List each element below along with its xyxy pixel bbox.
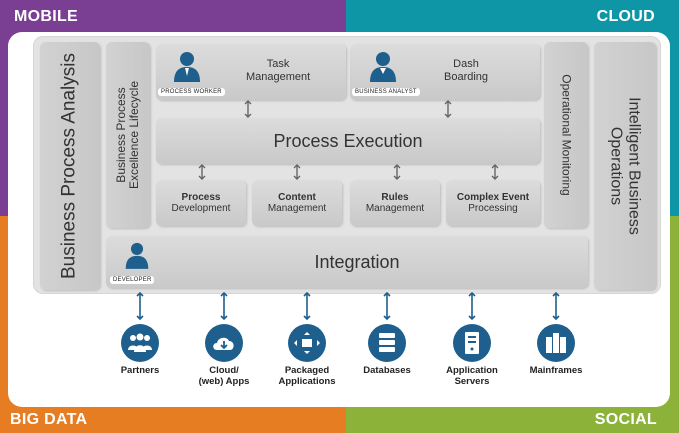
task-line-2: Management	[246, 71, 311, 84]
mainframes-item: Mainframes	[513, 324, 599, 377]
dashboarding-title: Dash Boarding	[444, 58, 488, 84]
task-management-title: Task Management	[246, 58, 310, 84]
partners-arrow	[136, 292, 144, 320]
servers-line-1: Application	[446, 365, 498, 376]
module-1-sub: Development	[171, 203, 231, 214]
mainframes-label: Mainframes	[513, 365, 599, 377]
dash-execution-arrow	[444, 100, 452, 118]
mobile-label: MOBILE	[14, 8, 79, 25]
databases-item: Databases	[344, 324, 430, 377]
operational-monitoring-column: Operational Monitoring	[544, 42, 588, 228]
server-icon	[453, 324, 491, 362]
business-process-analysis-column: Business Process Analysis	[40, 42, 100, 290]
cloud-label: CLOUD	[596, 8, 655, 25]
task-line-1: Task	[266, 58, 290, 70]
developer-tag: DEVELOPER	[110, 276, 155, 284]
rules-management-box: Rules Management	[350, 180, 440, 226]
packaged-applications-label: Packaged Applications	[264, 365, 350, 388]
social-label: SOCIAL	[594, 411, 657, 428]
databases-line-1: Databases	[363, 365, 411, 376]
cloud-line-2: (web) Apps	[198, 375, 250, 387]
packaged-apps-arrow	[303, 292, 311, 320]
business-analyst-icon	[370, 52, 396, 82]
lifecycle-line-2: Excellence Lifecycle	[127, 80, 141, 190]
module-arrow-2	[293, 164, 301, 180]
intelligent-business-operations-column: Intelligent Business Operations	[594, 42, 656, 290]
module-2-sub: Management	[267, 203, 327, 214]
intelligent-business-operations-label: Intelligent Business Operations	[607, 97, 643, 235]
module-4-title: Complex Event	[456, 191, 530, 203]
module-1-title: Process	[181, 191, 221, 203]
partners-label: Partners	[97, 365, 183, 377]
mainframes-line-1: Mainframes	[529, 365, 583, 376]
complex-event-processing-box: Complex Event Processing	[446, 180, 540, 226]
dashboarding-box: BUSINESS ANALYST Dash Boarding	[350, 44, 540, 100]
big-data-label: BIG DATA	[10, 411, 88, 428]
cloud-apps-arrow	[220, 292, 228, 320]
app-servers-arrow	[468, 292, 476, 320]
ibo-line-2: Operations	[608, 126, 625, 206]
people-group-icon	[121, 324, 159, 362]
module-arrow-3	[393, 164, 401, 180]
process-execution-bar: Process Execution	[156, 118, 540, 164]
packaged-line-2: Applications	[278, 375, 336, 387]
process-worker-icon	[174, 52, 200, 82]
business-analyst-tag: BUSINESS ANALYST	[352, 88, 420, 96]
business-process-analysis-label: Business Process Analysis	[58, 53, 80, 279]
servers-line-2: Servers	[454, 375, 490, 387]
cloud-web-apps-label: Cloud/ (web) Apps	[181, 365, 267, 388]
packaged-line-1: Packaged	[284, 365, 330, 376]
databases-label: Databases	[344, 365, 430, 377]
lifecycle-column: Business Process Excellence Lifecycle	[106, 42, 150, 228]
application-servers-item: Application Servers	[429, 324, 515, 388]
operational-monitoring-label: Operational Monitoring	[559, 74, 574, 196]
module-arrow-1	[198, 164, 206, 180]
cloud-line-1: Cloud/	[209, 365, 239, 376]
process-development-box: Process Development	[156, 180, 246, 226]
module-3-title: Rules	[381, 191, 409, 203]
integration-label: Integration	[314, 251, 400, 272]
partners-item: Partners	[97, 324, 183, 377]
packaged-applications-item: Packaged Applications	[264, 324, 350, 388]
application-servers-label: Application Servers	[429, 365, 515, 388]
mainframe-icon	[537, 324, 575, 362]
task-execution-arrow	[244, 100, 252, 118]
integration-bar: Integration	[106, 236, 588, 288]
partners-line-1: Partners	[120, 365, 160, 376]
module-2-title: Content	[278, 191, 316, 203]
lifecycle-label: Business Process Excellence Lifecycle	[114, 80, 141, 190]
module-arrow-4	[491, 164, 499, 180]
cloud-download-icon	[205, 324, 243, 362]
cloud-web-apps-item: Cloud/ (web) Apps	[181, 324, 267, 388]
content-management-box: Content Management	[252, 180, 342, 226]
databases-arrow	[383, 292, 391, 320]
dash-line-2: Boarding	[444, 71, 489, 84]
module-3-sub: Management	[365, 203, 425, 214]
mainframes-arrow	[552, 292, 560, 320]
module-4-sub: Processing	[468, 203, 518, 214]
package-arrows-icon	[288, 324, 326, 362]
database-icon	[368, 324, 406, 362]
dash-line-1: Dash	[453, 58, 479, 70]
process-worker-tag: PROCESS WORKER	[158, 88, 225, 96]
ibo-line-1: Intelligent Business	[625, 97, 643, 235]
process-execution-label: Process Execution	[273, 130, 423, 151]
developer-icon	[125, 242, 149, 269]
task-management-box: PROCESS WORKER Task Management	[156, 44, 346, 100]
